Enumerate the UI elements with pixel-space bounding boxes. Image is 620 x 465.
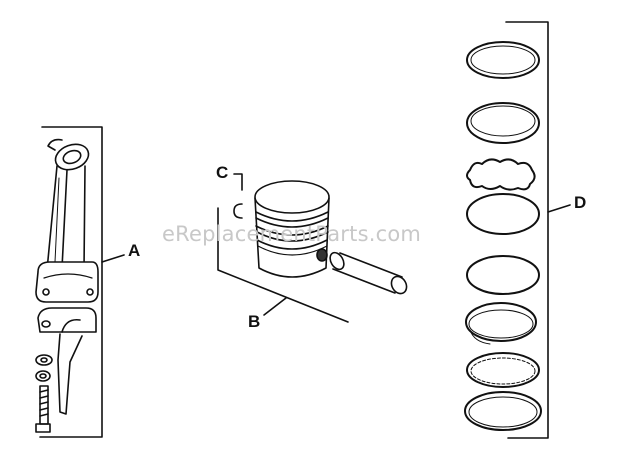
ring-3-expander <box>466 158 536 191</box>
ring-8 <box>464 391 542 431</box>
bracket-b <box>217 207 349 323</box>
callout-d-label: D <box>574 193 587 212</box>
ring-4 <box>466 193 540 235</box>
watermark-text: eReplacementParts.com <box>162 222 422 246</box>
ring-5 <box>466 255 540 295</box>
retaining-ring-c <box>233 173 243 219</box>
ring-6 <box>465 302 537 345</box>
callout-a-label: A <box>128 241 141 260</box>
rod-cap-dipper <box>37 307 97 415</box>
ring-2 <box>466 102 540 144</box>
ring-7 <box>466 352 540 388</box>
bracket-d <box>505 21 571 439</box>
callout-b-label: B <box>248 312 261 331</box>
callout-c-label: C <box>216 163 229 182</box>
rod-hardware <box>35 354 53 433</box>
piston-rings <box>464 41 542 431</box>
piston-pin <box>329 251 408 295</box>
connecting-rod <box>35 138 99 303</box>
ring-1 <box>466 41 540 79</box>
piston <box>254 180 330 278</box>
bracket-a <box>39 126 125 438</box>
